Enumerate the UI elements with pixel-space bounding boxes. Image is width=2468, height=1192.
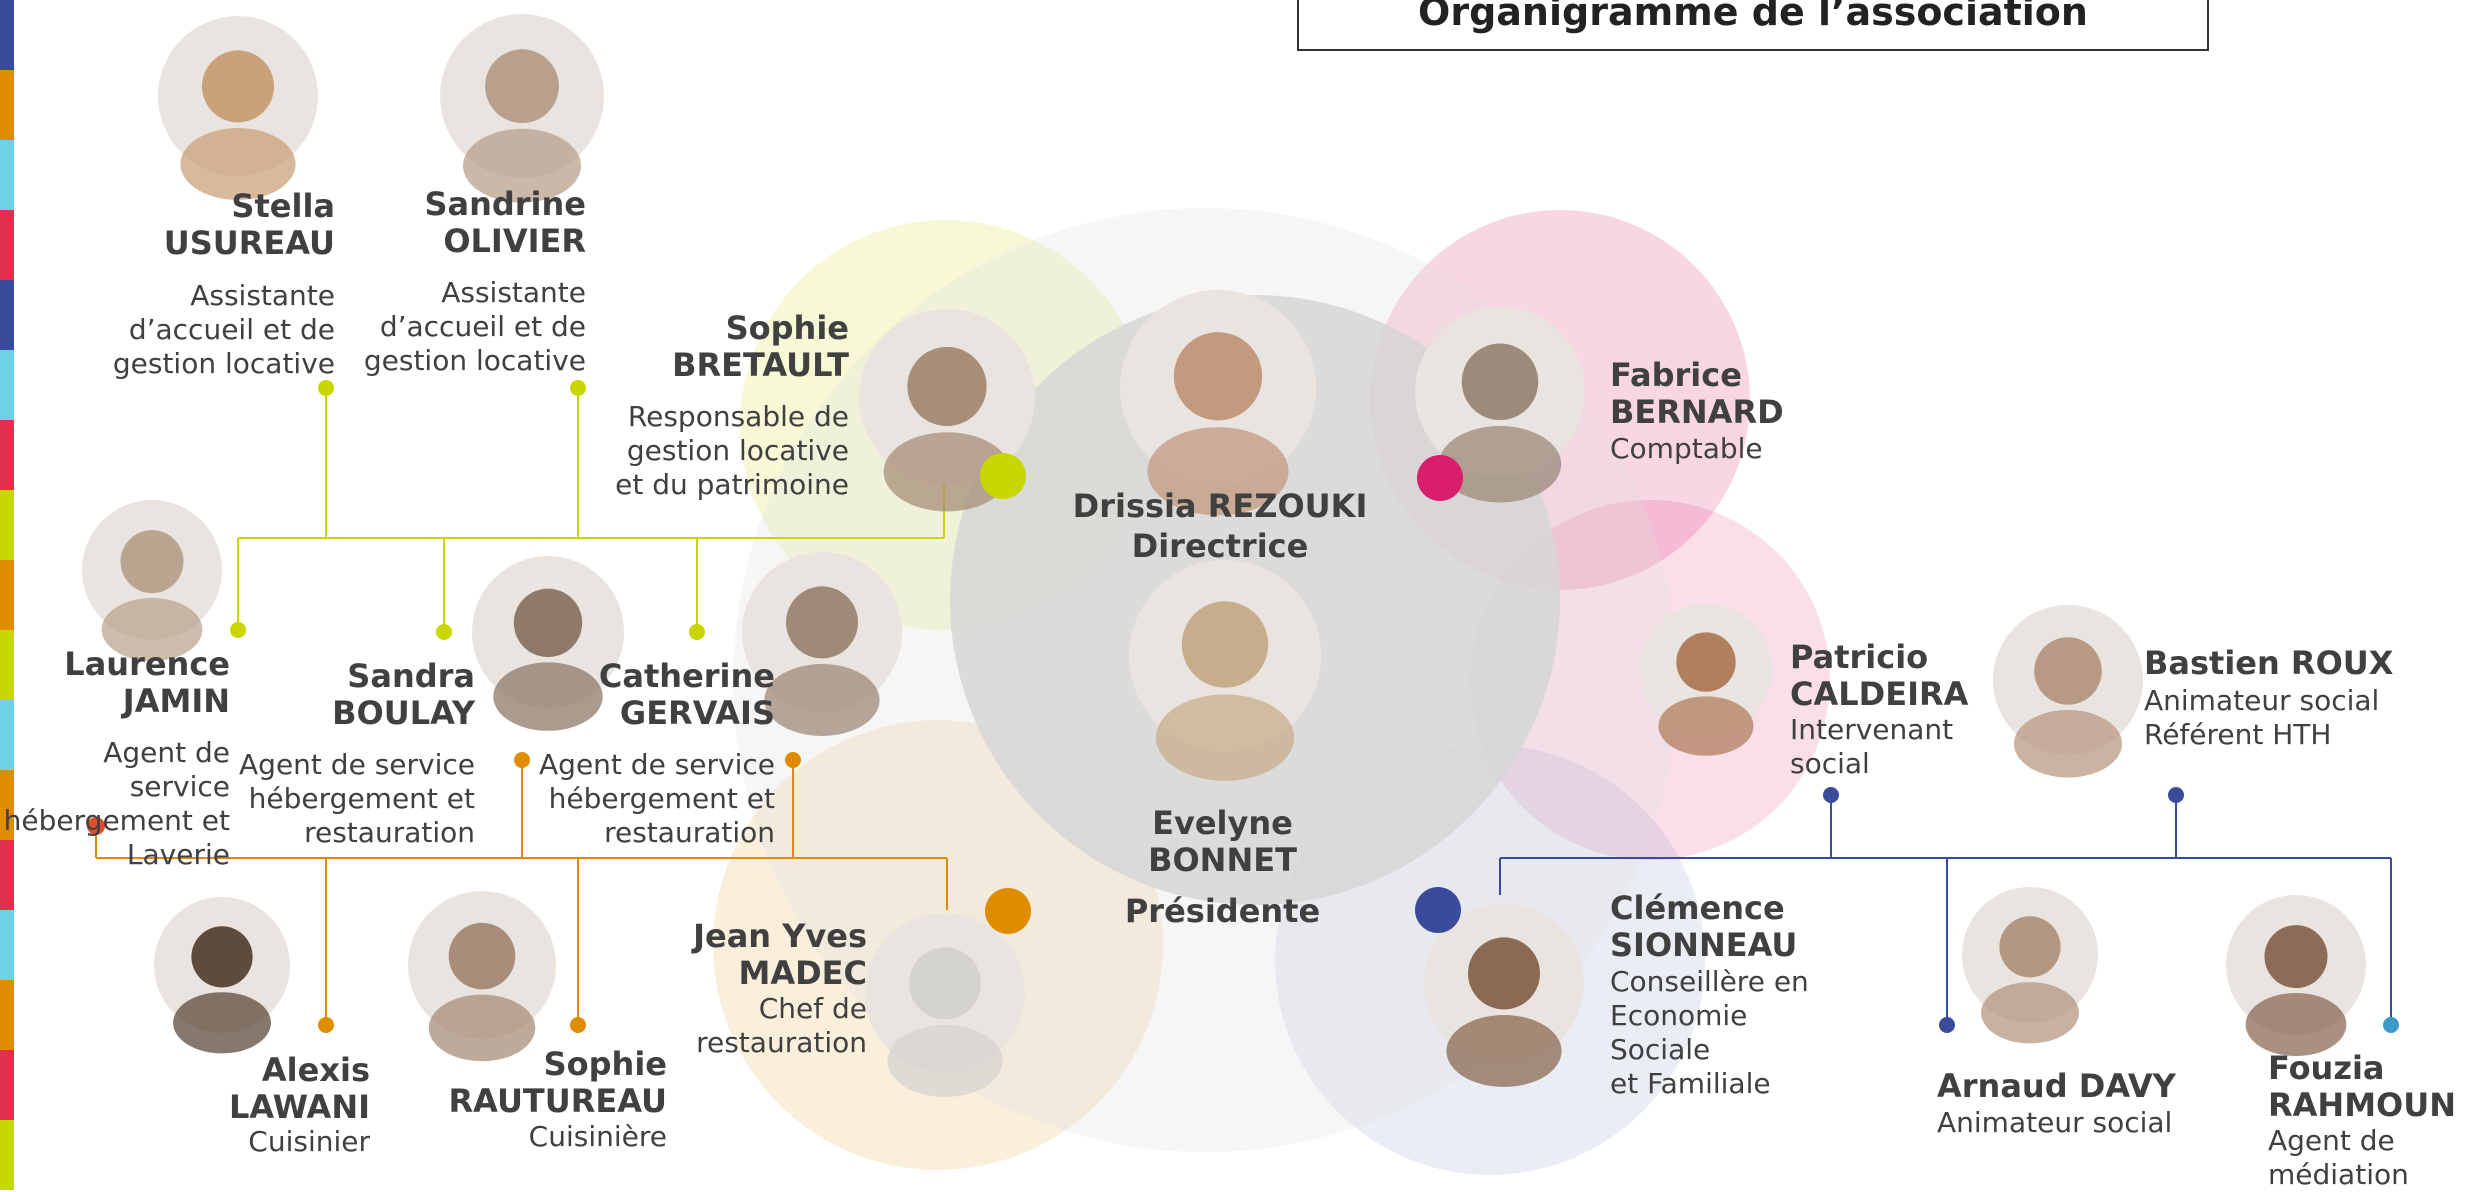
portrait-sandra [472, 556, 624, 731]
connector-dot [2383, 1017, 2399, 1033]
orange-connectors [95, 760, 948, 1025]
connector-dot [2168, 787, 2184, 803]
color-bar-segment [0, 840, 14, 910]
portrait-laurence [82, 500, 222, 661]
color-bar-segment [0, 420, 14, 490]
connector-dot [87, 817, 105, 835]
portrait-sophie-bretault [859, 309, 1035, 512]
connector-dot [689, 624, 705, 640]
color-bar-segment [0, 210, 14, 280]
color-bar-segment [0, 560, 14, 630]
portrait-patricio [1640, 604, 1772, 756]
portrait-photos [82, 14, 2366, 1097]
portrait-drissia [1120, 290, 1316, 516]
accent-dots [980, 453, 1463, 934]
connector-dot [570, 380, 586, 396]
person-role-alexis: Cuisinier [248, 1125, 370, 1158]
connector-dot [230, 622, 246, 638]
portrait-jean-yves [865, 913, 1025, 1097]
color-bar-segment [0, 770, 14, 840]
blue-connectors [1499, 795, 2392, 1025]
color-bar-segment [0, 1050, 14, 1120]
color-bar-segment [0, 490, 14, 560]
person-name-bastien: Bastien ROUX [2144, 644, 2394, 682]
connector-dot [570, 1017, 586, 1033]
portrait-alexis [154, 897, 290, 1054]
connector-dot [1939, 1017, 1955, 1033]
connector-dots [87, 380, 2399, 1033]
person-role-arnaud: Animateur social [1937, 1106, 2173, 1139]
color-bar-segment [0, 0, 14, 70]
connector-dot [1823, 787, 1839, 803]
portrait-catherine [742, 552, 902, 736]
color-bar-segment [0, 140, 14, 210]
chart-title: Organigramme de l’association [1418, 0, 2088, 34]
connector-dot [318, 380, 334, 396]
color-bar-segment [0, 910, 14, 980]
person-name-drissia: Drissia REZOUKI [1072, 487, 1368, 525]
connector-dot [785, 752, 801, 768]
color-bar-segment [0, 70, 14, 140]
person-name-arnaud: Arnaud DAVY [1937, 1067, 2176, 1105]
portrait-fouzia [2226, 895, 2366, 1056]
side-color-bar [0, 0, 14, 1190]
portrait-fabrice [1415, 307, 1585, 503]
accent-dot-orange [985, 888, 1031, 934]
portrait-sandrine [440, 14, 604, 203]
color-bar-segment [0, 350, 14, 420]
color-bar-segment [0, 280, 14, 350]
person-role-drissia: Directrice [1131, 527, 1309, 565]
yellow-connectors [237, 388, 945, 632]
person-role-sophie-rautureau: Cuisinière [528, 1120, 667, 1153]
chart-title-box: Organigramme de l’association [1297, 0, 2209, 51]
color-bar-segment [0, 700, 14, 770]
connector-dot [436, 624, 452, 640]
portrait-stella [158, 16, 318, 200]
portrait-bastien [1993, 605, 2143, 778]
person-role-evelyne: Présidente [1124, 892, 1321, 930]
portrait-sophie-rautureau [408, 891, 556, 1062]
color-bar-segment [0, 980, 14, 1050]
portrait-clemence [1424, 903, 1584, 1087]
color-bar-segment [0, 1120, 14, 1190]
accent-dot-yellow [980, 453, 1026, 499]
portrait-evelyne [1129, 560, 1321, 781]
connector-dot [318, 1017, 334, 1033]
color-bar-segment [0, 630, 14, 700]
accent-dot-blue [1415, 887, 1461, 933]
accent-dot-magenta [1417, 455, 1463, 501]
portrait-arnaud [1962, 887, 2098, 1044]
person-role-fabrice: Comptable [1610, 432, 1763, 465]
connector-dot [514, 752, 530, 768]
